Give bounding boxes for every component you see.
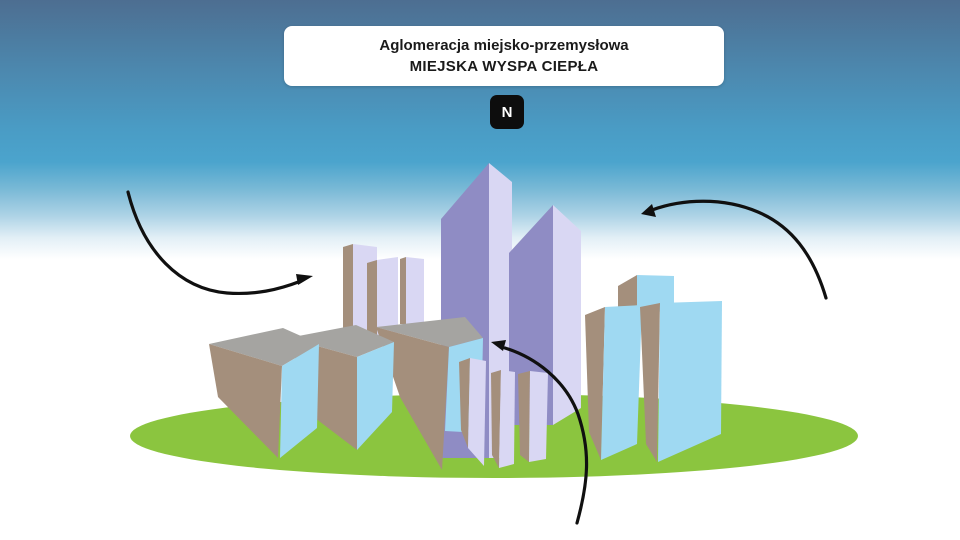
airflow-arrow-right-head bbox=[641, 204, 656, 217]
small-s3-side bbox=[518, 371, 530, 462]
small-s2-side bbox=[491, 370, 501, 468]
midrise-l3-front bbox=[406, 257, 424, 324]
wedge-b-front bbox=[357, 342, 394, 450]
small-s2-front bbox=[499, 370, 515, 468]
midrise-l2-side bbox=[367, 260, 377, 338]
small-s3-front bbox=[529, 371, 548, 462]
right-block-big-side bbox=[640, 303, 660, 462]
tower2-right-face bbox=[553, 205, 581, 425]
small-s1-front bbox=[468, 358, 486, 466]
wedge-b-roof bbox=[288, 325, 394, 357]
wedge-a-side bbox=[209, 344, 282, 458]
airflow-arrow-up-center bbox=[503, 346, 589, 525]
wedge-c-side bbox=[376, 327, 449, 470]
airflow-arrow-left bbox=[126, 190, 303, 296]
title-line-1: Aglomeracja miejsko-przemysłowa bbox=[379, 37, 629, 54]
compass-north-label: N bbox=[501, 103, 513, 121]
airflow-arrow-up-center-head bbox=[491, 340, 506, 351]
compass-north-badge: N bbox=[490, 95, 524, 129]
title-line-2: MIEJSKA WYSPA CIEPŁA bbox=[409, 58, 599, 75]
right-block-left-side bbox=[585, 307, 605, 460]
tower2-left-face bbox=[509, 205, 553, 425]
title-box: Aglomeracja miejsko-przemysłowa MIEJSKA … bbox=[284, 26, 724, 86]
midrise-l1-side bbox=[343, 244, 353, 342]
small-s1-side bbox=[459, 358, 470, 448]
right-block-left-front bbox=[601, 305, 642, 460]
right-block-big-front bbox=[658, 301, 722, 462]
airflow-arrow-left-head bbox=[296, 274, 313, 285]
airflow-arrow-right bbox=[650, 199, 828, 300]
midrise-l3-side bbox=[400, 257, 406, 324]
wedge-a-front bbox=[280, 344, 319, 458]
wedge-a-roof bbox=[209, 328, 319, 366]
midrise-l2-front bbox=[377, 257, 398, 338]
wedge-c-roof bbox=[376, 317, 483, 347]
